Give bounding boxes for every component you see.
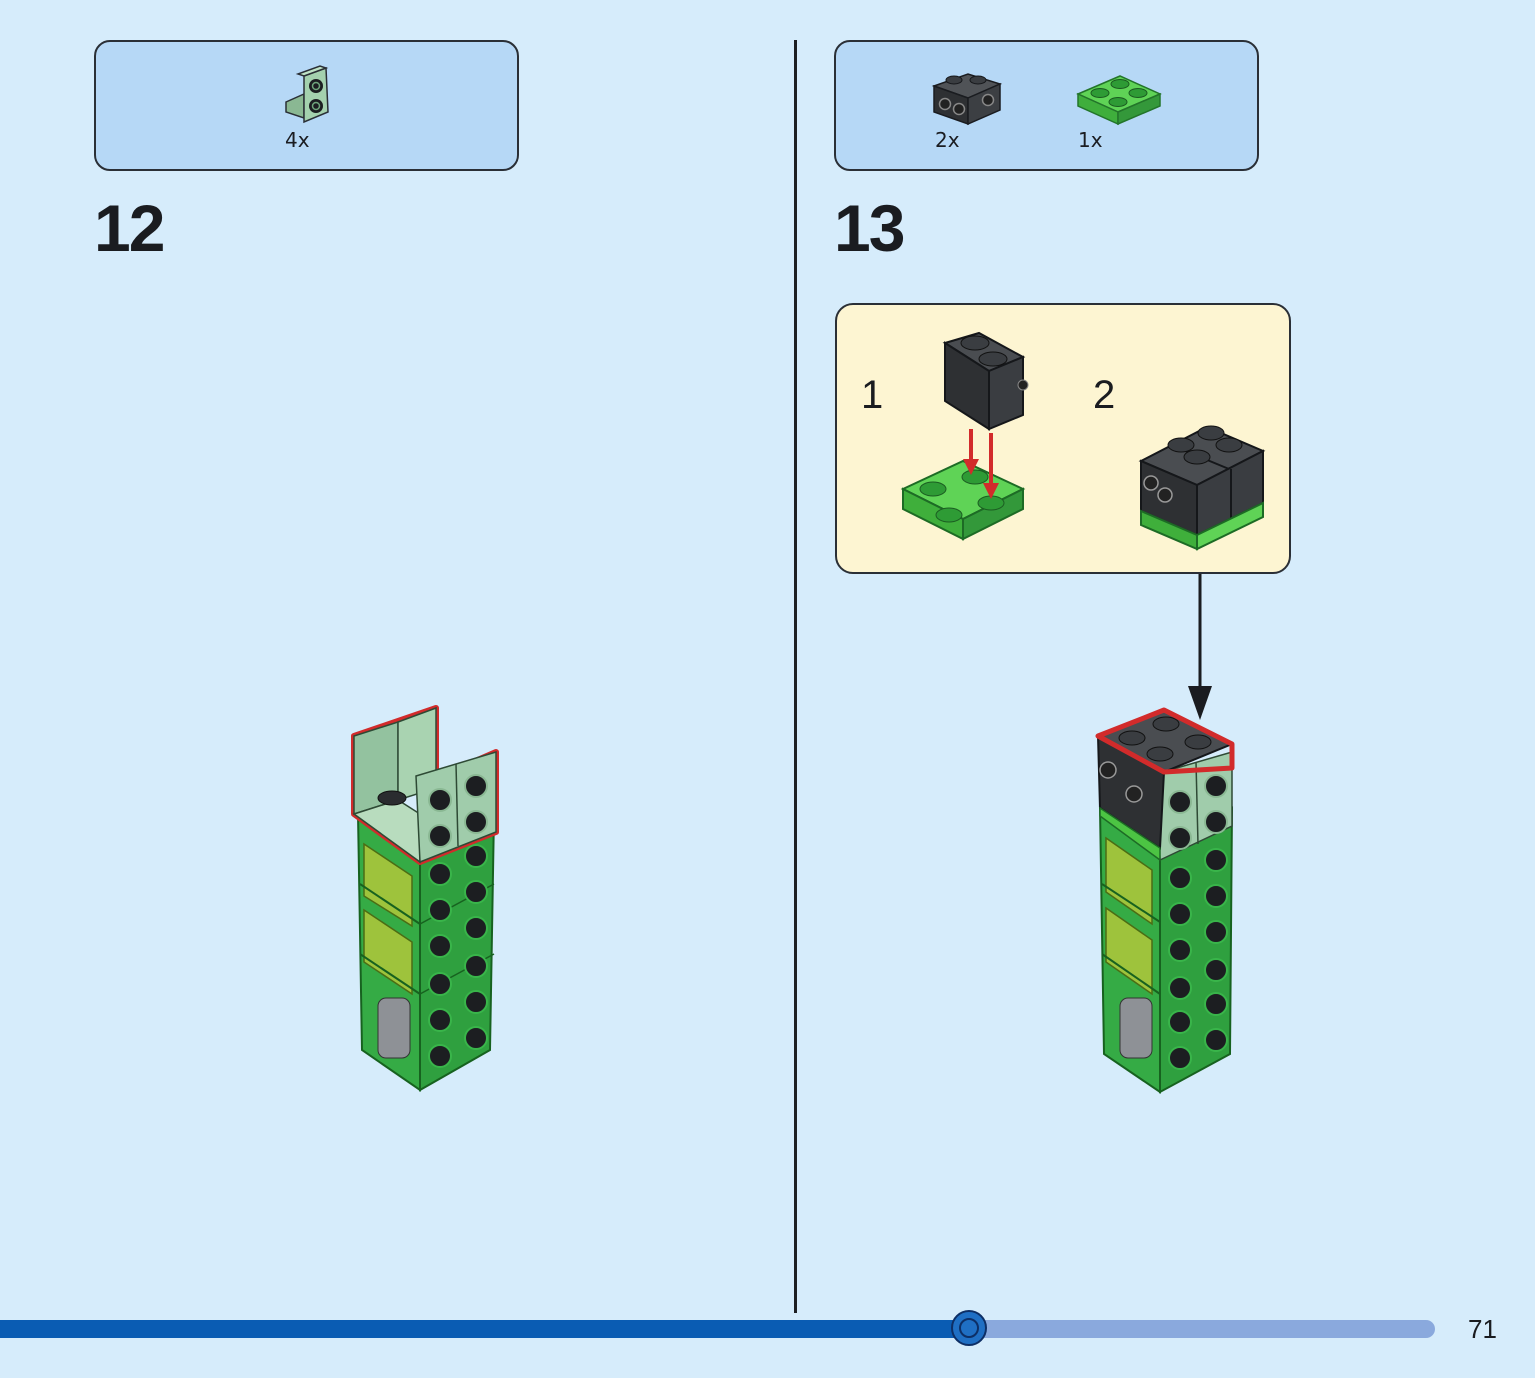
parts-callout-step-13: 2x 1x	[834, 40, 1259, 171]
sand-green-bracket-icon	[285, 65, 329, 124]
part-quantity: 1x	[1078, 128, 1103, 152]
progress-bar-fill	[0, 1320, 969, 1338]
down-arrow-icon	[1188, 574, 1212, 720]
sub-assembly-callout: 1 2	[835, 303, 1291, 574]
part-quantity: 4x	[285, 128, 310, 152]
black-brick-icon	[931, 73, 1003, 126]
part-quantity: 2x	[935, 128, 960, 152]
step-number-13: 13	[834, 191, 905, 265]
substep-1-illustration	[900, 331, 1029, 541]
substep-2-illustration	[1138, 425, 1266, 551]
parts-callout-step-12: 4x	[94, 40, 519, 171]
substep-number-2: 2	[1093, 373, 1116, 417]
green-plate-icon	[1076, 75, 1162, 126]
progress-bar-knob	[951, 1310, 987, 1346]
step-12-model-illustration	[351, 705, 499, 1092]
substep-number-1: 1	[861, 373, 884, 417]
page-number: 71	[1468, 1314, 1497, 1344]
page-divider	[794, 40, 797, 1313]
step-13-model-illustration	[1095, 707, 1235, 1094]
step-number-12: 12	[94, 191, 165, 265]
